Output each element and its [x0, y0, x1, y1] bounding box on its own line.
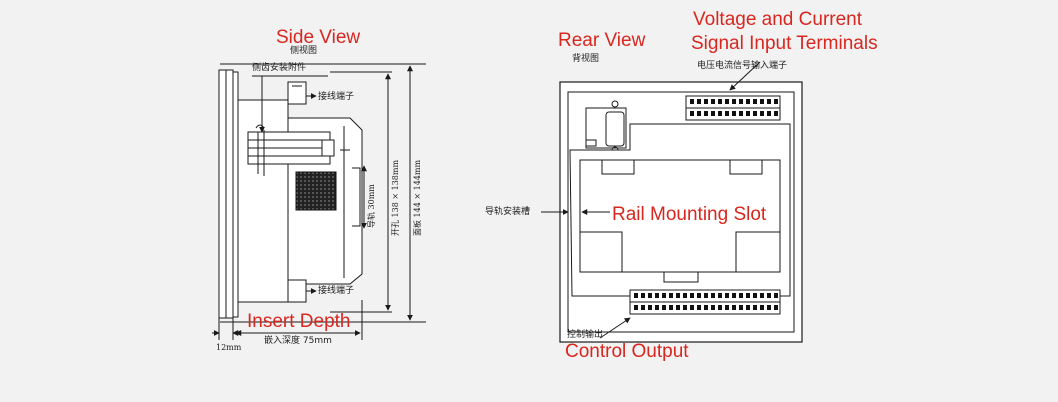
- terminal-pin: [641, 293, 645, 298]
- bottom-terminal-block: [287, 279, 307, 303]
- terminal-pin: [690, 99, 694, 104]
- terminal-pin: [725, 99, 729, 104]
- rear-view-title: Rear View: [558, 30, 646, 51]
- terminal-pin: [634, 293, 638, 298]
- terminal-pin: [732, 293, 736, 298]
- terminal-pin: [648, 305, 652, 310]
- terminal-pin: [676, 305, 680, 310]
- side-view-title: Side View: [276, 27, 361, 48]
- rail-slot-label-cn: 导轨安装槽: [485, 207, 531, 217]
- terminal-pin: [690, 305, 694, 310]
- terminal-pin: [718, 293, 722, 298]
- rail-dimension-label: 导轨 30mm: [367, 184, 376, 228]
- terminal-pin: [732, 111, 736, 116]
- terminal-pin: [746, 305, 750, 310]
- terminal-pin: [739, 293, 743, 298]
- terminal-pin: [697, 293, 701, 298]
- rail-slot-title: Rail Mounting Slot: [612, 204, 767, 225]
- rear-view-title-cn: 背视图: [572, 54, 600, 64]
- terminal-pin: [648, 293, 652, 298]
- insert-depth-label: 嵌入深度 75mm: [264, 336, 332, 346]
- terminal-pin: [718, 99, 722, 104]
- terminal-pin: [746, 111, 750, 116]
- terminal-pin: [634, 305, 638, 310]
- terminal-pin: [655, 293, 659, 298]
- terminal-pin: [697, 99, 701, 104]
- terminal-pin: [669, 293, 673, 298]
- terminal-pin: [725, 305, 729, 310]
- terminal-pin: [697, 111, 701, 116]
- terminal-pin: [767, 305, 771, 310]
- db9-connector: [585, 100, 627, 154]
- panel-dimension-label: 面板 144 × 144mm: [413, 159, 422, 236]
- terminal-pin: [669, 305, 673, 310]
- terminal-pins: [634, 99, 778, 310]
- terminal-pin: [760, 111, 764, 116]
- terminal-pin: [711, 293, 715, 298]
- terminal-pin: [711, 99, 715, 104]
- terminal-pin: [774, 293, 778, 298]
- terminal-pin: [655, 305, 659, 310]
- terminal-pin: [711, 111, 715, 116]
- terminal-pin: [732, 99, 736, 104]
- terminal-pin: [753, 111, 757, 116]
- bracket-label: 侧齿安装附件: [252, 63, 307, 73]
- terminal-pin: [732, 305, 736, 310]
- terminal-pin: [690, 111, 694, 116]
- terminal-pin: [753, 99, 757, 104]
- terminal-pin: [704, 111, 708, 116]
- insert-depth-title: Insert Depth: [247, 311, 351, 332]
- control-output-label-cn: 控制输出: [567, 330, 604, 340]
- terminal-pin: [739, 99, 743, 104]
- terminal-pin: [760, 99, 764, 104]
- side-view-title-cn: 侧视图: [290, 46, 318, 56]
- terminal-pin: [767, 293, 771, 298]
- terminal-pin: [774, 305, 778, 310]
- cutout-dimension-label: 开孔 138 × 138mm: [391, 159, 400, 236]
- terminal-pin: [760, 293, 764, 298]
- terminal-pin: [711, 305, 715, 310]
- terminal-pin: [739, 111, 743, 116]
- terminal-pin: [704, 305, 708, 310]
- terminal-pin: [690, 293, 694, 298]
- terminal-pin: [753, 305, 757, 310]
- din-rail: [352, 167, 361, 227]
- signal-terminals-label-cn: 电压电流信号输入端子: [697, 61, 788, 71]
- terminal-pin: [676, 293, 680, 298]
- terminal-pin: [760, 305, 764, 310]
- signal-terminals-title-line2: Signal Input Terminals: [691, 33, 878, 54]
- terminal-pin: [683, 293, 687, 298]
- terminal-pin: [767, 111, 771, 116]
- terminal-pin: [774, 99, 778, 104]
- terminal-pin: [774, 111, 778, 116]
- terminal-bottom-label: 接线端子: [318, 286, 355, 296]
- mounting-panel: [232, 71, 239, 318]
- bezel-dimension-label: 12mm: [216, 343, 242, 352]
- side-view-drawing: [212, 63, 426, 340]
- top-terminal-block: [287, 81, 307, 105]
- terminal-pin: [704, 293, 708, 298]
- terminal-top-label: 接线端子: [318, 92, 355, 102]
- terminal-pin: [725, 293, 729, 298]
- terminal-pin: [683, 305, 687, 310]
- terminal-pin: [662, 305, 666, 310]
- terminal-pin: [641, 305, 645, 310]
- terminal-pin: [718, 305, 722, 310]
- terminal-pin: [718, 111, 722, 116]
- control-output-title: Control Output: [565, 341, 689, 362]
- terminal-pin: [662, 293, 666, 298]
- terminal-pin: [739, 305, 743, 310]
- terminal-pin: [697, 305, 701, 310]
- terminal-pin: [746, 99, 750, 104]
- terminal-pin: [704, 99, 708, 104]
- signal-terminals-title-line1: Voltage and Current: [693, 9, 863, 30]
- vent-grille: [295, 171, 337, 211]
- terminal-pin: [746, 293, 750, 298]
- terminal-pin: [725, 111, 729, 116]
- terminal-pin: [753, 293, 757, 298]
- terminal-pin: [767, 99, 771, 104]
